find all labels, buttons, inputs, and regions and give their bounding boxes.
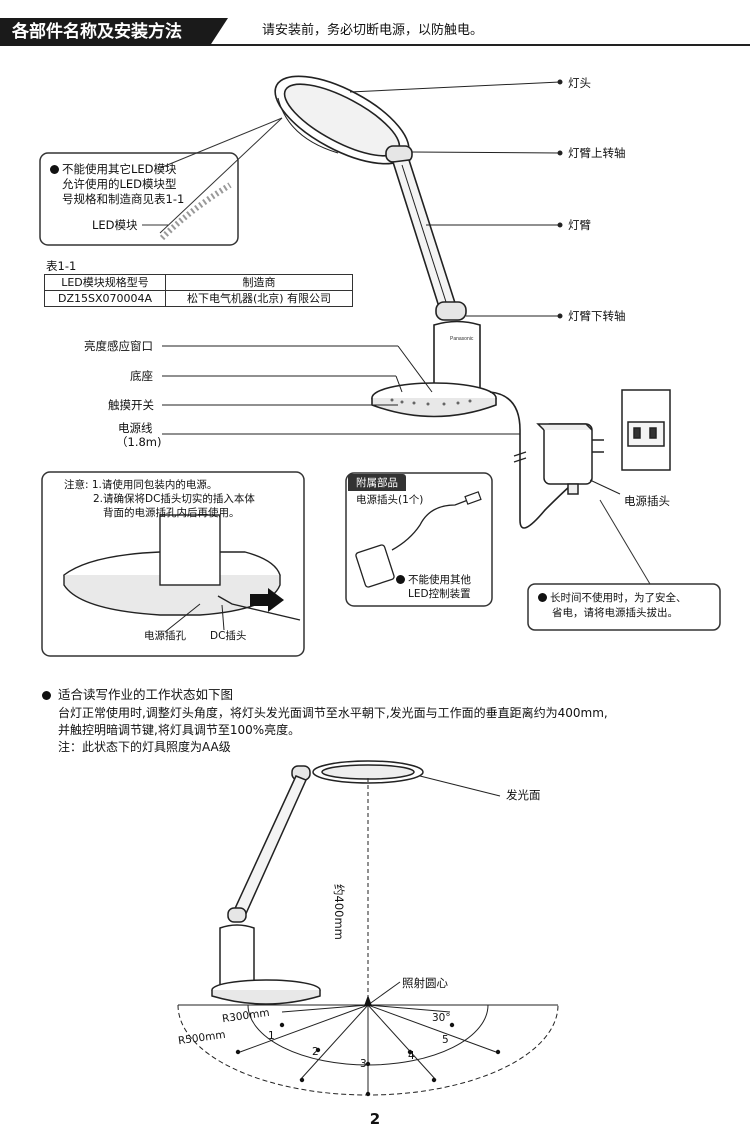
point-label-5: 5 [442, 1034, 449, 1046]
safety-note: 请安装前，务必切断电源，以防触电。 [262, 23, 484, 38]
page-number: 2 [369, 1110, 381, 1128]
accessory-item: 电源插头(1个) [356, 494, 424, 506]
lamp-head-drawing [274, 75, 410, 165]
lamp-base-drawing [371, 320, 497, 418]
accessory-warning-2: LED控制装置 [408, 588, 471, 600]
reading-lamp-drawing [211, 760, 424, 1005]
table-header-cell: 制造商 [165, 274, 353, 291]
part-leader-lines [162, 79, 621, 495]
install-note-line-2: 2.请确保将DC插头切实的插入本体 [93, 493, 255, 505]
reading-body-3: 注：此状态下的灯具照度为AA级 [58, 740, 231, 754]
unplug-note-line-2: 省电，请将电源插头拔出。 [552, 607, 678, 619]
distance-label: 约400mm [332, 884, 346, 940]
install-note-line-1: 注意: 1.请使用同包装内的电源。 [64, 479, 218, 491]
accessory-tag: 附属部品 [348, 474, 406, 491]
label-arm-lower-joint: 灯臂下转轴 [568, 309, 626, 323]
led-note-line-3: 号规格和制造商见表1-1 [62, 192, 185, 206]
bullet-icon [50, 165, 59, 174]
table-cell: DZ15SX070004A [44, 290, 166, 307]
unplug-note-line-1: 长时间不使用时，为了安全、 [538, 592, 687, 605]
table-header-cell: LED模块规格型号 [44, 274, 166, 291]
lamp-arm-drawing [385, 145, 467, 321]
label-arm: 灯臂 [568, 218, 591, 232]
dc-plug-label: DC插头 [210, 630, 247, 642]
label-power-plug: 电源插头 [624, 494, 670, 508]
table-row: DZ15SX070004A 松下电气机器(北京) 有限公司 [44, 290, 353, 307]
bullet-icon [538, 593, 547, 602]
table-caption: 表1-1 [46, 259, 77, 273]
brand-mark: Panasonic [450, 336, 474, 342]
led-note-line-1: 不能使用其它LED模块 [50, 162, 177, 176]
emitting-surface-label: 发光面 [506, 788, 541, 802]
accessory-warning-1: 不能使用其他 [396, 574, 471, 587]
reading-heading: 适合读写作业的工作状态如下图 [42, 688, 233, 702]
socket-label: 电源插孔 [144, 630, 186, 642]
label-sensor-window: 亮度感应窗口 [84, 339, 153, 353]
center-label: 照射圆心 [402, 976, 448, 990]
install-box-drawing [41, 471, 305, 657]
led-note-line-2: 允许使用的LED模块型 [62, 177, 177, 191]
install-note-line-3: 背面的电源插孔内后再使用。 [103, 507, 240, 519]
table-cell: 松下电气机器(北京) 有限公司 [165, 290, 353, 307]
label-touch-switch: 触摸开关 [108, 398, 154, 412]
point-label-4: 4 [408, 1050, 415, 1062]
table-header-row: LED模块规格型号 制造商 [44, 274, 353, 291]
label-arm-upper-joint: 灯臂上转轴 [568, 146, 626, 160]
led-note-box-drawing [39, 117, 283, 246]
measure-points [235, 1022, 501, 1097]
point-label-1: 1 [268, 1030, 275, 1042]
bullet-icon [396, 575, 405, 584]
header-rule [0, 18, 750, 46]
section-title: 各部件名称及安装方法 [0, 18, 228, 46]
point-label-2: 2 [312, 1046, 319, 1058]
accessory-box-drawing [345, 472, 493, 607]
label-cord: 电源线 [118, 421, 153, 435]
reading-body-2: 并触控明暗调节键,将灯具调节至100%亮度。 [58, 723, 301, 737]
adapter-drawing [536, 423, 604, 495]
reading-body-1: 台灯正常使用时,调整灯头角度，将灯头发光面调节至水平朝下,发光面与工作面的垂直距… [58, 706, 608, 720]
led-spec-table: LED模块规格型号 制造商 DZ15SX070004A 松下电气机器(北京) 有… [44, 274, 353, 307]
led-module-label: LED模块 [92, 218, 138, 232]
label-base: 底座 [130, 369, 153, 383]
wall-outlet-drawing [621, 389, 671, 471]
power-cord-drawing [489, 391, 571, 529]
angle-label: 30° [432, 1012, 451, 1024]
label-cord-length: （1.8m) [116, 435, 162, 449]
label-lamp-head: 灯头 [568, 76, 591, 90]
unplug-box-drawing [527, 499, 721, 631]
point-label-3: 3 [360, 1058, 367, 1070]
bullet-icon [42, 691, 51, 700]
